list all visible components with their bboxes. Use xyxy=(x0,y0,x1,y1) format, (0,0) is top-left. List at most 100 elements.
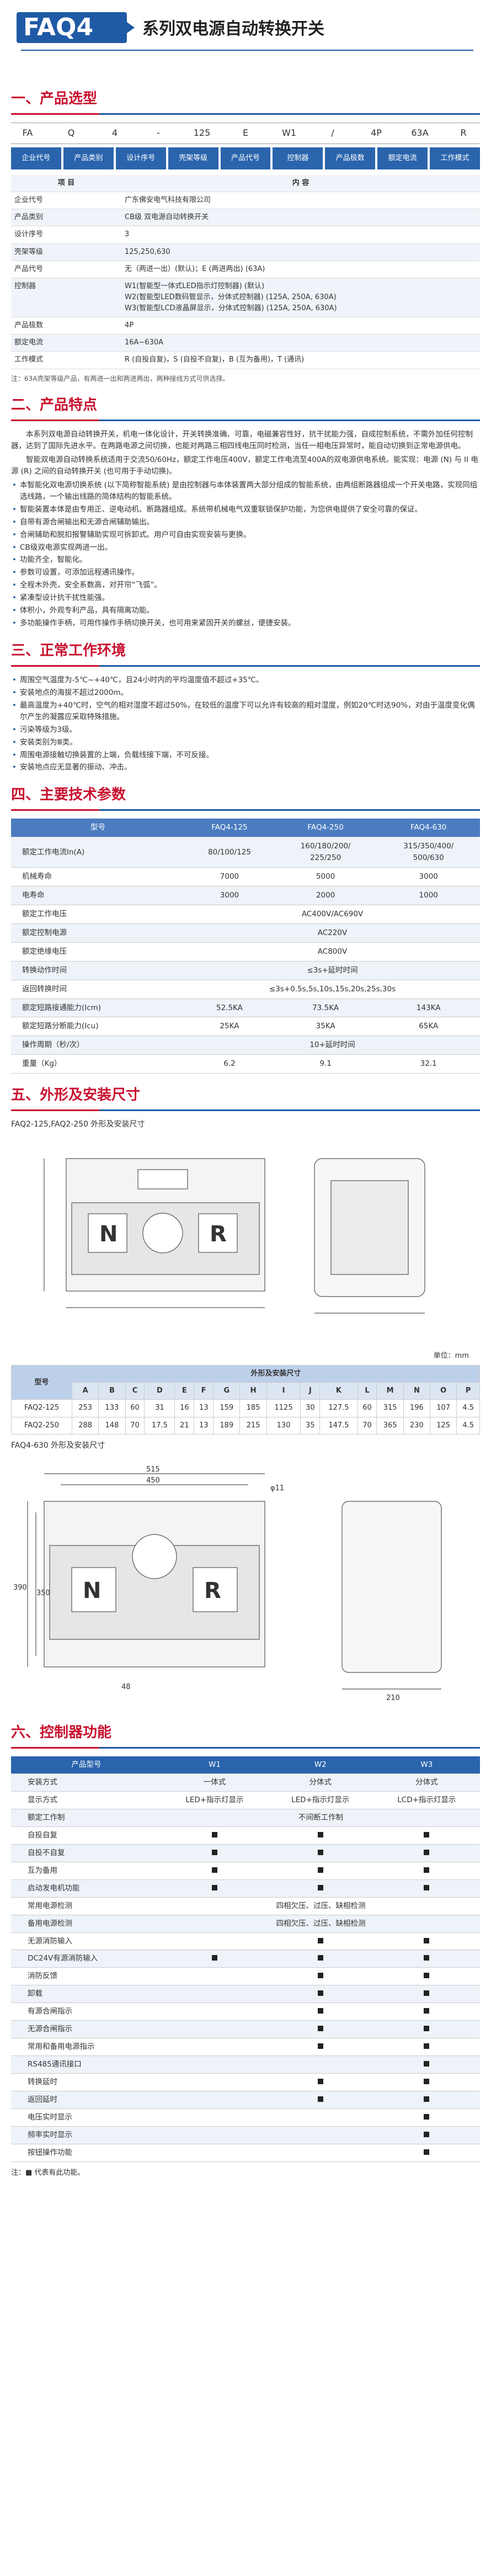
header-cell: G xyxy=(213,1382,241,1400)
table-cell: 196 xyxy=(403,1399,431,1417)
table-cell: ■ xyxy=(373,1932,480,1951)
table-cell: 288 xyxy=(72,1416,99,1435)
header-cell: 型号 xyxy=(10,1365,73,1400)
feature-mark: ■ xyxy=(317,1832,323,1838)
section-environment: 三、正常工作环境 周围空气温度为-5℃~+40℃，且24小时内的平均温度值不超过… xyxy=(11,641,480,773)
table-cell: ■ xyxy=(267,1844,373,1862)
table-row: 自投自复■■■ xyxy=(11,1826,480,1845)
table-cell: ■ xyxy=(267,1826,373,1845)
table-cell: 额定绝缘电压 xyxy=(11,942,185,962)
table-cell: RS485通讯接口 xyxy=(11,2056,162,2074)
table-cell: 常用和备用电源指示 xyxy=(11,2038,162,2056)
table-cell: AC400V/AC690V xyxy=(185,905,480,924)
table-cell: 13 xyxy=(194,1399,214,1417)
table-cell: 35 xyxy=(300,1416,321,1435)
list-item: 安装类别为Ⅲ类。 xyxy=(11,737,480,748)
feature-mark: ■ xyxy=(317,1937,323,1943)
model-code-label: 壳架等级 xyxy=(168,147,218,169)
table-header-row: 型号外形及安装尺寸 xyxy=(10,1365,480,1400)
table-cell: 13 xyxy=(194,1416,214,1435)
feature-mark: ■ xyxy=(424,2043,430,2049)
table-cell: ■ xyxy=(267,2073,373,2091)
model-code-label: 产品代号 xyxy=(220,147,271,169)
table-cell: ≤3s+0.5s,5s,10s,15s,20s,25s,30s xyxy=(185,980,480,999)
header-cell: F xyxy=(194,1382,214,1400)
table-cell: 产品代号 xyxy=(11,261,121,278)
model-code-part: 63A xyxy=(411,128,429,138)
table-cell: ■ xyxy=(373,2003,480,2021)
table-cell: 返回转换时间 xyxy=(11,980,185,999)
list-item: 全程木外壳，安全系数高，对开帘“飞弧”。 xyxy=(11,580,480,591)
table-cell: ■ xyxy=(267,1950,373,1968)
table-cell: ■ xyxy=(373,2056,480,2074)
list-item: 合闸辅助和脱扣报警辅助实现可拆卸式。用户可自由实现安装与更换。 xyxy=(11,529,480,541)
feature-mark: ■ xyxy=(424,2061,430,2067)
list-item: 体积小，外观专利产品，具有隔离功能。 xyxy=(11,605,480,617)
table-cell: 备用电源检测 xyxy=(11,1915,162,1933)
table-row: 安装方式一体式分体式分体式 xyxy=(11,1773,480,1792)
table-cell: ■ xyxy=(373,1879,480,1898)
table-cell: 不间断工作制 xyxy=(162,1809,480,1828)
table-cell: 3000 xyxy=(377,867,480,887)
feature-mark: ■ xyxy=(424,1955,430,1961)
header-cell: C xyxy=(125,1382,145,1400)
table-cell: ■ xyxy=(373,1844,480,1862)
list-item: 参数可设置，可添加远程通讯操作。 xyxy=(11,567,480,578)
table-row: 转换动作时间≤3s+延时时间 xyxy=(11,961,480,980)
table-cell xyxy=(267,2144,373,2162)
table-cell: 6.2 xyxy=(185,1054,274,1074)
table-cell: 额定工作电压 xyxy=(11,905,185,924)
table-cell: 额定控制电源 xyxy=(11,923,185,943)
table-cell: 转换动作时间 xyxy=(11,961,185,980)
table-cell: ■ xyxy=(373,1950,480,1968)
table-cell: 消防反馈 xyxy=(11,1967,162,1986)
n-label: N xyxy=(83,1578,101,1603)
list-item: 污染等级为3级。 xyxy=(11,724,480,736)
table-row: 消防反馈■■ xyxy=(11,1967,480,1986)
page-title: 系列双电源自动转换开关 xyxy=(142,19,324,39)
table-cell: 工作模式 xyxy=(11,351,121,369)
table-cell: 52.5KA xyxy=(185,998,274,1018)
dimension-drawing-630: 515 450 φ11 390 350 48 210 N R xyxy=(11,1457,480,1711)
feature-mark: ■ xyxy=(317,2043,323,2049)
table-cell: 无源合闸指示 xyxy=(11,2020,162,2039)
table-cell: AC800V xyxy=(185,942,480,962)
controller-note: 注：■ 代表有此功能。 xyxy=(11,2168,85,2177)
feature-mark: ■ xyxy=(424,1973,430,1979)
dim-w1: 515 xyxy=(146,1465,160,1474)
table-row: 无源消防输入 ■ ■ xyxy=(11,1932,480,1951)
table-cell: 无源消防输入 xyxy=(11,1932,162,1951)
table-cell: 无（两进一出）(默认)；E (两进两出) (63A) xyxy=(121,261,480,278)
table-cell: AC220V xyxy=(185,923,480,943)
table-row: 常用和备用电源指示 ■ ■ xyxy=(11,2038,480,2056)
table-cell: ≤3s+延时时间 xyxy=(185,961,480,980)
selection-note: 注：63A壳架等级产品，有两进一出和两进两出，两种接线方式可供选择。 xyxy=(11,374,230,383)
feature-mark: ■ xyxy=(211,1955,217,1961)
model-code-part: E xyxy=(242,128,249,138)
table-cell: ■ xyxy=(373,2091,480,2109)
header-cell: 内 容 xyxy=(121,174,480,193)
model-code-part: W1 xyxy=(282,128,296,138)
brand-logo: FAQ4 xyxy=(17,12,135,43)
feature-mark: ■ xyxy=(317,1884,323,1890)
header-cell: FAQ4-630 xyxy=(377,819,480,838)
header-cell: N xyxy=(403,1382,431,1400)
table-header-row: 项 目内 容 xyxy=(11,174,480,193)
r-label: R xyxy=(210,1221,227,1247)
table-cell: 返回延时 xyxy=(11,2091,162,2109)
table-cell: LED+指示灯显示 xyxy=(267,1791,373,1810)
feature-intro: 本系列双电源自动转换开关，机电一体化设计，开关转换准确、可靠，电磁兼容性好，抗干… xyxy=(11,430,473,451)
table-cell: 17.5 xyxy=(144,1416,175,1435)
table-cell: FAQ2-125 xyxy=(10,1399,73,1417)
model-code-part: / xyxy=(331,128,334,138)
header-cell: B xyxy=(98,1382,126,1400)
feature-mark: ■ xyxy=(424,2149,430,2155)
model-code-label: 设计序号 xyxy=(115,147,166,169)
